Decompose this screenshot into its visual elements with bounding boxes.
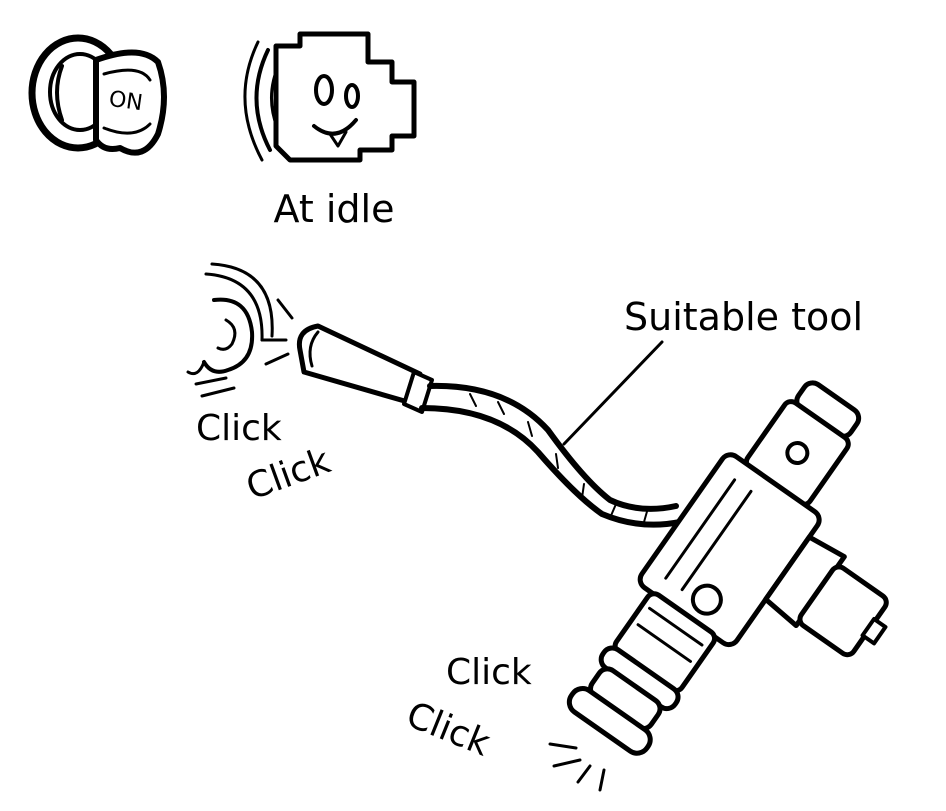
tool-label: Suitable tool bbox=[624, 295, 863, 339]
engine-caption: At idle bbox=[274, 187, 395, 231]
ear-click-2: Click bbox=[241, 441, 336, 509]
fuel-injector-icon bbox=[566, 380, 889, 756]
tool-leader-line bbox=[562, 340, 664, 446]
ear-icon bbox=[186, 262, 294, 398]
key-on-label: ON bbox=[107, 87, 144, 116]
injector-click-2: Click bbox=[401, 694, 496, 764]
ignition-key-icon: ON bbox=[28, 34, 167, 156]
ear-click-1: Click bbox=[196, 408, 282, 449]
injector-click-1: Click bbox=[446, 652, 532, 693]
injector-sound-lines bbox=[548, 742, 606, 792]
engine-idle-icon bbox=[243, 31, 417, 163]
stethoscope-tool-icon bbox=[296, 323, 683, 528]
